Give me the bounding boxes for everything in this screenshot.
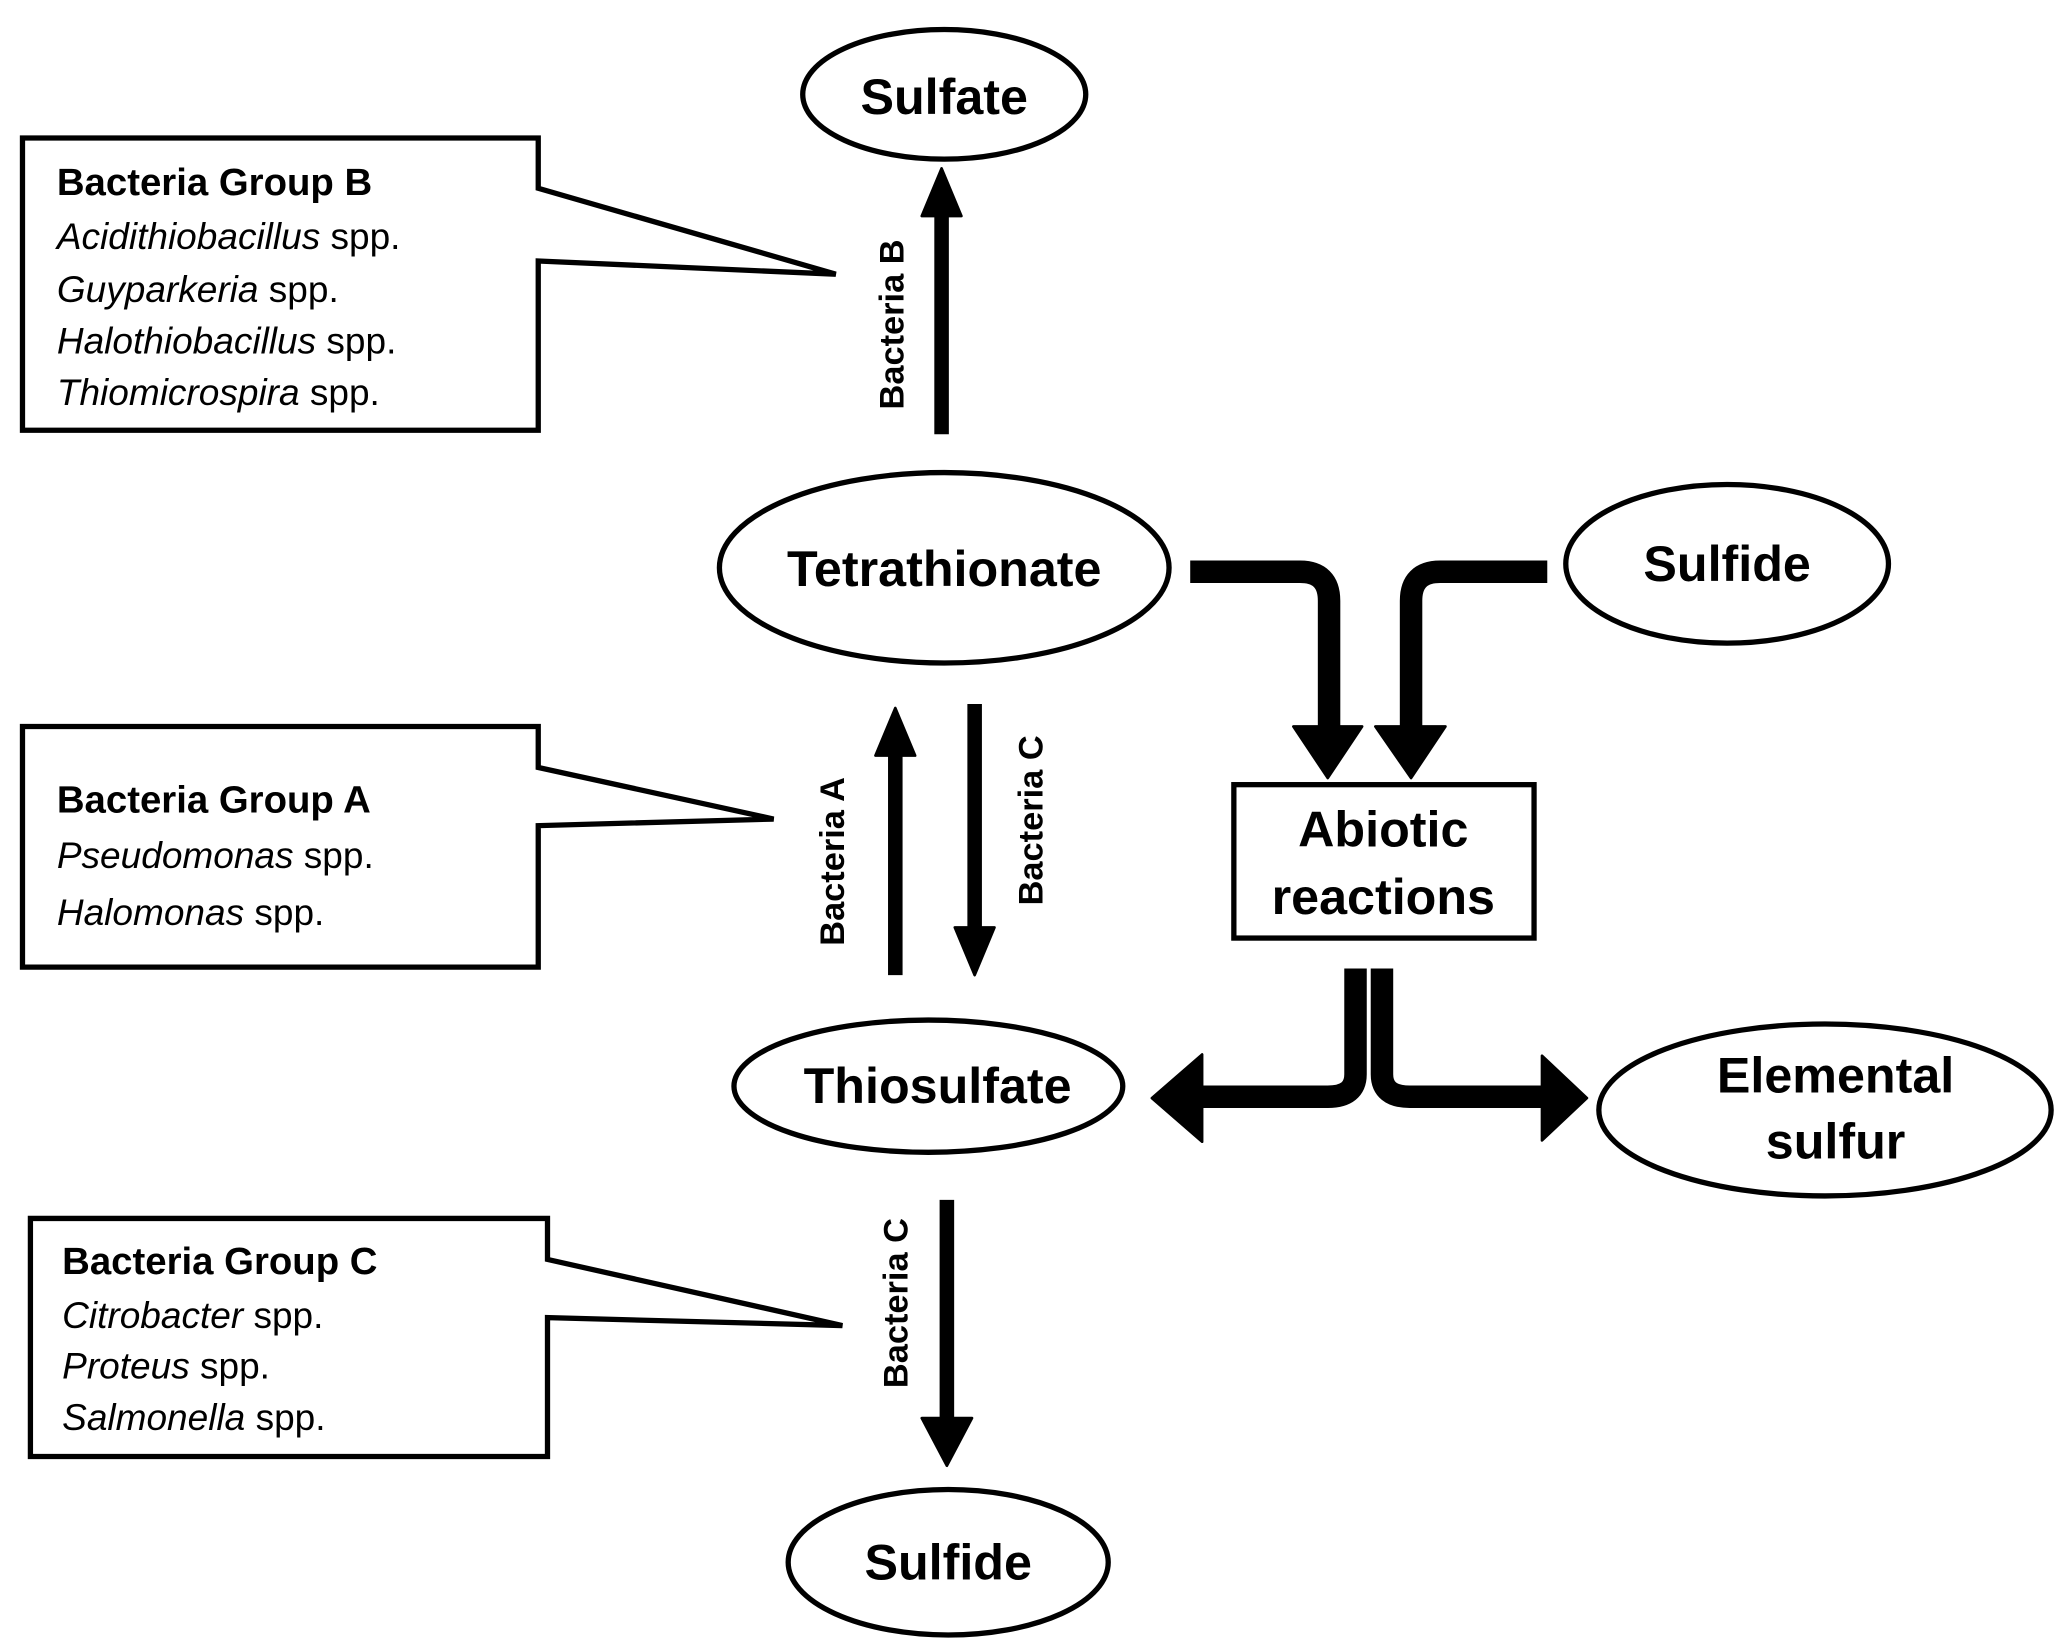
- callout-group-a: Bacteria Group A Pseudomonas spp. Halomo…: [19, 723, 775, 970]
- sulfide-right-label: Sulfide: [1643, 536, 1811, 592]
- arrow-abiotic-to-elemental-sulfur: [1370, 968, 1589, 1142]
- arrowhead-up-icon: [874, 706, 917, 757]
- sulfate-ellipse: [800, 26, 1089, 162]
- arrow-shaft: [1190, 560, 1341, 728]
- arrowhead-left-icon: [1150, 1053, 1204, 1144]
- group-c-title: Bacteria Group C: [62, 1240, 377, 1283]
- arrowhead-right-icon: [1540, 1054, 1589, 1142]
- arrow-label-bacteria-b: Bacteria B: [874, 239, 912, 409]
- arrowhead-down-icon: [1374, 725, 1447, 780]
- group-b-member: Acidithiobacillus spp.: [55, 215, 401, 257]
- group-c-member: Proteus spp.: [62, 1344, 270, 1386]
- callout-b-shape: [19, 135, 837, 433]
- arrow-thiosulfate-to-sulfide: Bacteria C: [878, 1199, 974, 1468]
- node-tetrathionate: Tetrathionate: [716, 469, 1172, 666]
- group-a-member: Halomonas spp.: [57, 891, 324, 933]
- elemental-sulfur-ellipse: [1596, 1021, 2054, 1199]
- arrow-thiosulfate-to-tetrathionate: Bacteria A: [814, 706, 917, 976]
- node-abiotic-reactions: Abiotic reactions: [1231, 782, 1537, 941]
- abiotic-label-line1: Abiotic: [1298, 802, 1468, 858]
- group-c-member: Citrobacter spp.: [62, 1294, 323, 1336]
- arrow-tetrathionate-to-abiotic: [1190, 560, 1364, 780]
- arrow-tetrathionate-to-thiosulfate: Bacteria C: [953, 703, 1051, 977]
- sulfate-label: Sulfate: [860, 69, 1028, 125]
- thiosulfate-label: Thiosulfate: [804, 1058, 1072, 1114]
- arrowhead-down-icon: [1292, 725, 1364, 780]
- tetrathionate-ellipse: [716, 469, 1172, 666]
- group-a-title: Bacteria Group A: [57, 778, 371, 821]
- callout-a-shape: [19, 723, 775, 970]
- arrow-tetrathionate-to-sulfate: Bacteria B: [874, 167, 963, 435]
- group-b-title: Bacteria Group B: [57, 161, 372, 204]
- arrow-label-bacteria-c-lower: Bacteria C: [878, 1218, 916, 1388]
- elemental-sulfur-label-line1: Elemental: [1717, 1048, 1954, 1104]
- abiotic-box: [1231, 782, 1537, 941]
- arrow-sulfide-to-abiotic: [1374, 560, 1548, 780]
- node-sulfide-bottom: Sulfide: [785, 1486, 1111, 1638]
- arrow-shaft: [1196, 968, 1367, 1109]
- node-elemental-sulfur: Elemental sulfur: [1596, 1021, 2054, 1199]
- arrow-abiotic-to-thiosulfate: [1150, 968, 1367, 1144]
- callout-group-b: Bacteria Group B Acidithiobacillus spp. …: [19, 135, 837, 433]
- group-b-member: Halothiobacillus spp.: [57, 320, 397, 362]
- thiosulfate-ellipse: [731, 1017, 1126, 1155]
- callout-group-c: Bacteria Group C Citrobacter spp. Proteu…: [27, 1215, 843, 1460]
- node-sulfide-right: Sulfide: [1563, 481, 1892, 646]
- group-b-member: Guyparkeria spp.: [57, 268, 339, 310]
- arrowhead-up-icon: [920, 167, 963, 218]
- sulfide-bottom-label: Sulfide: [864, 1534, 1032, 1590]
- node-sulfate: Sulfate: [800, 26, 1089, 162]
- arrow-label-bacteria-a: Bacteria A: [814, 777, 852, 946]
- group-a-member: Pseudomonas spp.: [57, 834, 374, 876]
- group-b-member: Thiomicrospira spp.: [57, 371, 380, 413]
- arrow-shaft: [1399, 560, 1548, 728]
- tetrathionate-label: Tetrathionate: [787, 541, 1102, 597]
- elemental-sulfur-label-line2: sulfur: [1766, 1114, 1906, 1170]
- group-c-member: Salmonella spp.: [62, 1396, 325, 1438]
- arrowhead-down-icon: [953, 926, 996, 977]
- node-thiosulfate: Thiosulfate: [731, 1017, 1126, 1155]
- callout-c-shape: [27, 1215, 843, 1460]
- arrowhead-down-icon: [920, 1416, 974, 1468]
- abiotic-label-line2: reactions: [1272, 869, 1495, 925]
- sulfide-bottom-ellipse: [785, 1486, 1111, 1638]
- sulfide-right-ellipse: [1563, 481, 1892, 646]
- arrow-label-bacteria-c: Bacteria C: [1013, 735, 1051, 905]
- arrow-shaft: [1370, 968, 1548, 1109]
